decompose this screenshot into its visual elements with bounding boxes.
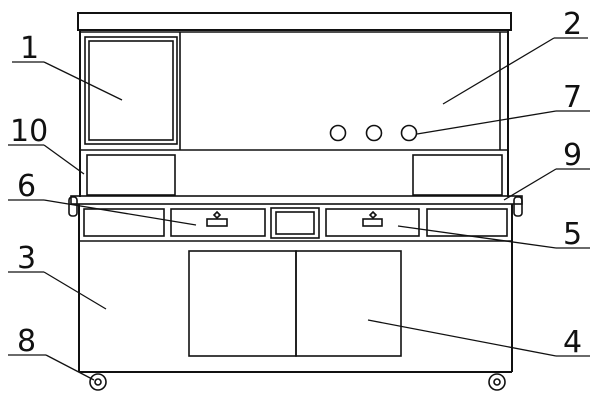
top-panel: [77, 12, 512, 31]
drawer: [83, 208, 165, 237]
box-left: [86, 154, 176, 196]
rail-end-left: [68, 196, 78, 217]
leader-line-4: [367, 319, 557, 357]
keyhole: [212, 210, 222, 220]
counter-rail: [70, 195, 523, 205]
panel-1-outer: [84, 36, 178, 145]
keyhole: [368, 210, 378, 220]
caster-wheel-left: [89, 373, 107, 391]
center-compartment-inner: [275, 211, 315, 235]
box-right: [412, 154, 503, 196]
knob: [400, 124, 418, 142]
label-1: 1: [20, 31, 39, 66]
knob: [365, 124, 383, 142]
label-3: 3: [17, 241, 36, 276]
panel-1-inner: [88, 40, 174, 141]
leader-line-6: [43, 199, 197, 226]
knob: [329, 124, 347, 142]
leader-line-9: [503, 168, 557, 201]
leader-line-1: [43, 61, 123, 101]
door-left: [188, 250, 297, 357]
label-4: 4: [563, 325, 582, 360]
drawer-6: [170, 208, 266, 237]
label-9: 9: [563, 138, 582, 173]
leader-line-8: [45, 354, 95, 381]
leader-line-5: [397, 225, 557, 249]
label-2: 2: [563, 7, 582, 42]
drawer-handle: [206, 218, 228, 227]
label-8: 8: [17, 324, 36, 359]
leader-line-3: [43, 271, 107, 310]
label-10: 10: [10, 114, 48, 149]
caster-hub-right: [493, 378, 501, 386]
leader-line-7: [416, 110, 557, 135]
label-7: 7: [563, 80, 582, 115]
leader-line-10: [43, 144, 85, 175]
drawer-handle: [362, 218, 383, 227]
drawer-5: [325, 208, 420, 237]
rail-end-right: [513, 196, 523, 217]
leader-line-2: [442, 37, 555, 105]
label-6: 6: [17, 169, 36, 204]
label-5: 5: [563, 217, 582, 252]
caster-wheel-right: [488, 373, 506, 391]
center-compartment-outer: [270, 207, 320, 239]
caster-hub-left: [94, 378, 102, 386]
door-right: [295, 250, 402, 357]
